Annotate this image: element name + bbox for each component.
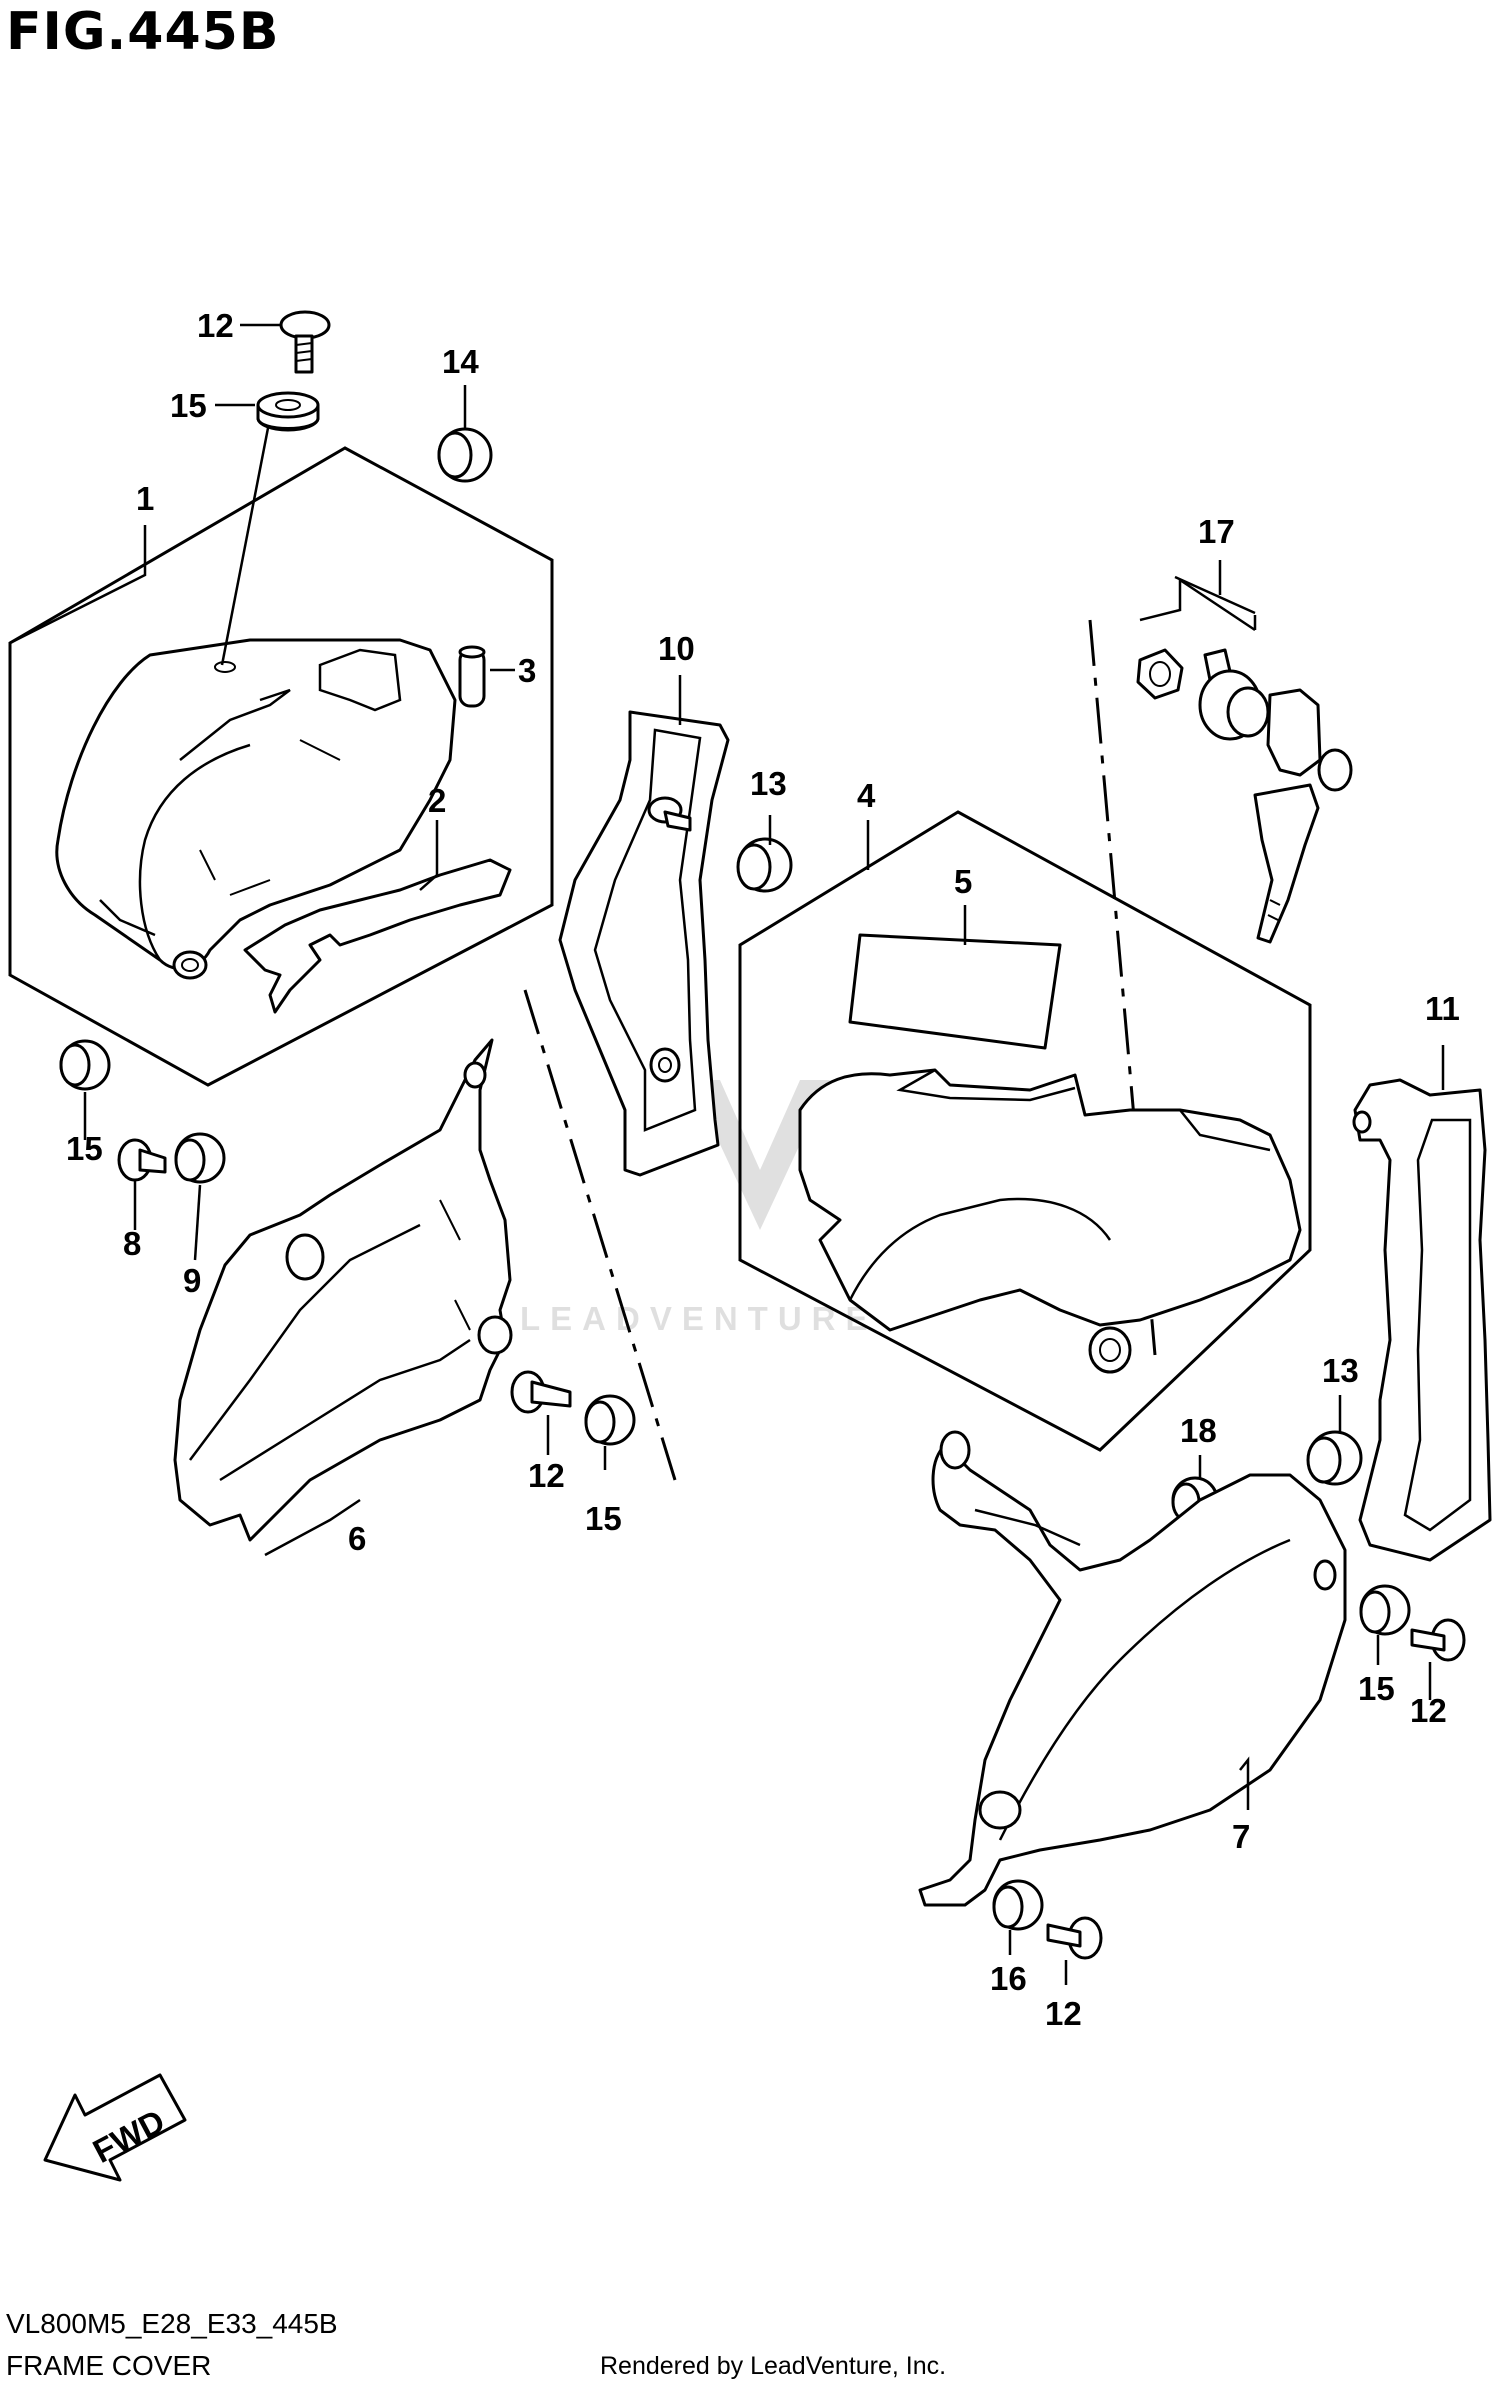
part-17-lock-set — [1136, 648, 1353, 944]
dashed-leader-left — [523, 989, 677, 1481]
callout-2: 2 — [428, 782, 446, 819]
callouts: 12 15 14 1 3 2 15 8 9 10 13 4 5 17 11 6 … — [66, 307, 1460, 2032]
part-12-bolt-mid — [510, 1370, 572, 1414]
callout-13-right: 13 — [1322, 1352, 1359, 1389]
callout-12-bottom: 12 — [1045, 1995, 1082, 2032]
callout-4: 4 — [857, 777, 876, 814]
callout-17: 17 — [1198, 513, 1235, 550]
watermark: LEADVENTURE — [520, 1080, 878, 1337]
figure-title: FIG.445B — [6, 2, 280, 62]
group-frame-right — [738, 810, 1312, 1452]
callout-16: 16 — [990, 1960, 1027, 1997]
callout-10: 10 — [658, 630, 695, 667]
part-14-grommet — [437, 427, 493, 483]
fwd-arrow: FWD — [43, 2073, 187, 2182]
part-15-grommet-mid — [584, 1394, 636, 1446]
part-15-grommet-top — [256, 391, 320, 432]
callout-15-left: 15 — [66, 1130, 103, 1167]
part-15-grommet-right — [1359, 1584, 1411, 1636]
part-13-grommet-right — [1306, 1430, 1363, 1486]
part-16-grommet — [992, 1879, 1044, 1931]
part-10-bracket — [558, 710, 730, 1177]
section-name: FRAME COVER — [6, 2350, 212, 2381]
leader-lines — [9, 323, 1445, 1985]
callout-12-mid: 12 — [528, 1457, 565, 1494]
rendered-by-credit: Rendered by LeadVenture, Inc. — [600, 2352, 947, 2380]
part-4-cover — [798, 1068, 1302, 1374]
part-15-grommet-left — [59, 1039, 111, 1091]
callout-15-top: 15 — [170, 387, 207, 424]
part-7-side-cover — [918, 1430, 1347, 1907]
callout-9: 9 — [183, 1262, 201, 1299]
part-3-collar — [458, 645, 486, 708]
callout-7: 7 — [1232, 1818, 1250, 1855]
part-12-bolt-right — [1410, 1618, 1466, 1662]
callout-18: 18 — [1180, 1412, 1217, 1449]
callout-15-mid: 15 — [585, 1500, 622, 1537]
part-9-grommet — [174, 1132, 226, 1184]
part-11-bracket — [1352, 1078, 1492, 1562]
part-12-bolt-bottom — [1046, 1916, 1103, 1960]
callout-1: 1 — [136, 480, 154, 517]
callout-14: 14 — [442, 343, 479, 380]
callout-12-top: 12 — [197, 307, 234, 344]
watermark-text: LEADVENTURE — [520, 1300, 878, 1337]
callout-15-right: 15 — [1358, 1670, 1395, 1707]
callout-13-mid: 13 — [750, 765, 787, 802]
part-12-bolt-top — [279, 310, 331, 374]
callout-8: 8 — [123, 1225, 141, 1262]
part-2-bracket — [243, 858, 512, 1014]
model-code: VL800M5_E28_E33_445B — [6, 2308, 338, 2339]
part-8-bolt — [117, 1138, 167, 1182]
part-13-grommet-mid — [736, 837, 793, 893]
callout-6: 6 — [348, 1520, 366, 1557]
part-6-side-cover — [173, 1038, 513, 1542]
callout-12-right: 12 — [1410, 1692, 1447, 1729]
callout-5: 5 — [954, 863, 972, 900]
callout-3: 3 — [518, 652, 536, 689]
callout-11: 11 — [1425, 990, 1460, 1027]
dashed-leader-right — [1088, 619, 1157, 1356]
part-5-label — [848, 933, 1062, 1050]
part-1-cover — [55, 638, 457, 980]
